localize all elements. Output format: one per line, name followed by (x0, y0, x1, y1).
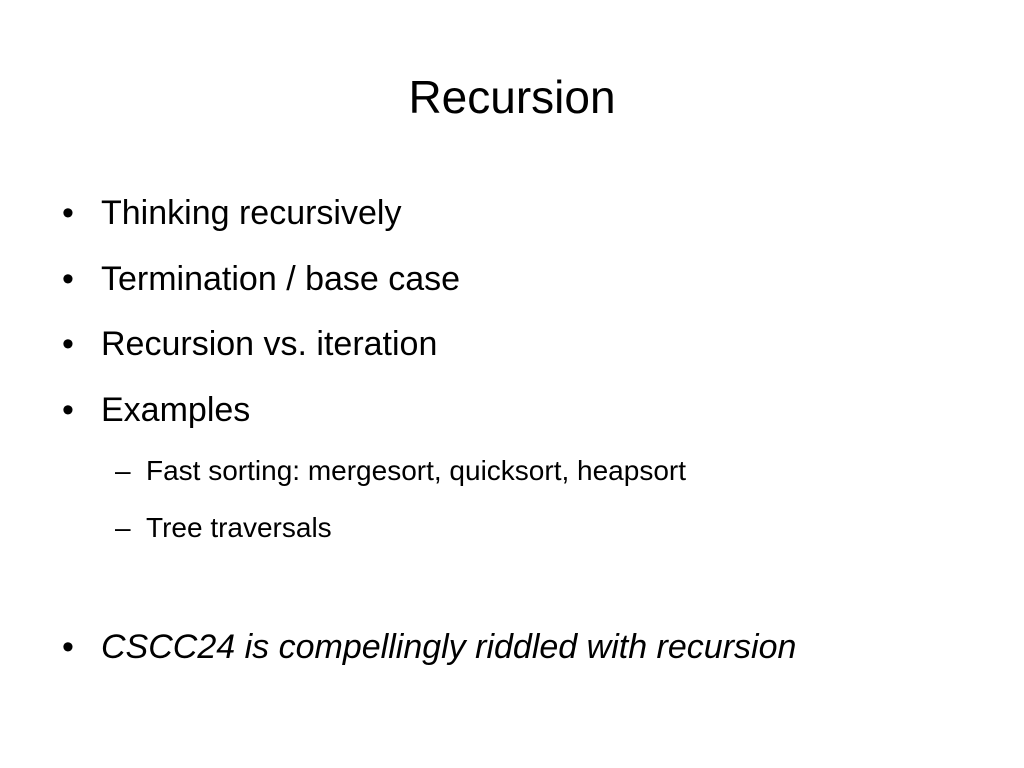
slide-title: Recursion (408, 71, 616, 123)
sub-bullet-marker: – (115, 512, 131, 543)
bullet-text: Recursion vs. iteration (101, 325, 438, 363)
bullet-marker: • (62, 194, 74, 232)
sub-bullet-text: Fast sorting: mergesort, quicksort, heap… (146, 455, 686, 486)
bullet-text: CSCC24 is compellingly riddled with recu… (101, 628, 797, 666)
bullet-marker: • (62, 628, 74, 666)
bullet-marker: • (62, 391, 74, 429)
bullet-marker: • (62, 260, 74, 298)
bullet-text: Thinking recursively (101, 194, 402, 232)
sub-bullet-marker: – (115, 455, 131, 486)
sub-bullet-text: Tree traversals (146, 512, 332, 543)
bullet-text: Examples (101, 391, 251, 429)
bullet-marker: • (62, 325, 74, 363)
bullet-text: Termination / base case (101, 260, 461, 298)
